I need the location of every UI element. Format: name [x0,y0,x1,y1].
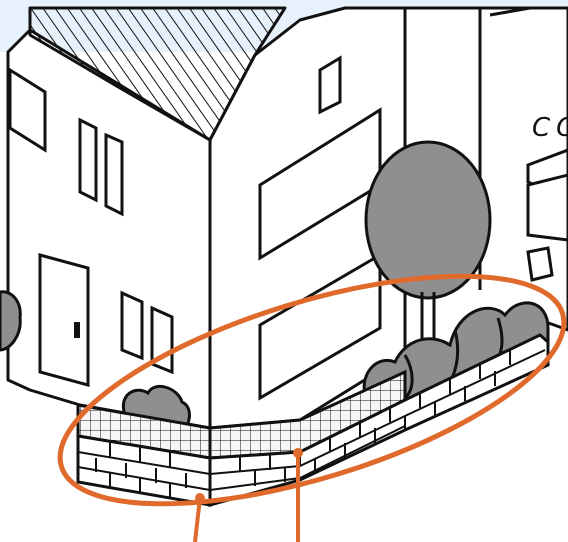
leader-dot-mesh-fence [293,448,303,458]
shop-sign-text: CC [532,113,568,143]
window-left-2 [80,120,96,200]
mailbox-icon [528,248,552,280]
front-door [40,255,88,385]
door-handle [74,322,80,338]
shop-window [528,175,568,240]
leader-dot-block-wall [195,493,205,503]
window-left-4 [122,293,142,358]
window-left-3 [106,135,122,214]
